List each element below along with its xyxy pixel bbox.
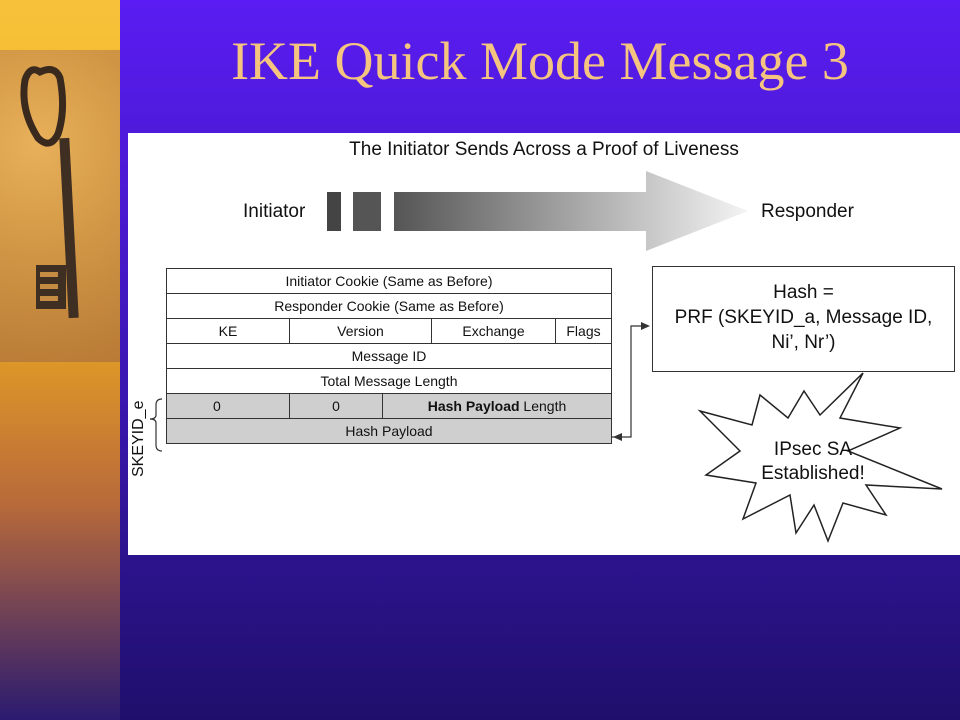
packet-structure-table: Initiator Cookie (Same as Before) Respon… [166,268,612,444]
packet-row: Initiator Cookie (Same as Before) [166,268,612,294]
hash-line-2: PRF (SKEYID_a, Message ID, [674,307,933,328]
responder-cookie-cell: Responder Cookie (Same as Before) [166,293,612,319]
exchange-cell: Exchange [431,318,556,344]
length-suffix: Length [519,398,567,414]
hash-payload-bold: Hash Payload [427,398,520,414]
packet-row: Responder Cookie (Same as Before) [166,293,612,319]
packet-row: KE Version Exchange Flags [166,318,612,344]
connector-arrowhead-right [641,322,650,330]
antique-key-icon [0,50,120,362]
version-cell: Version [289,318,432,344]
packet-row: 0 0 Hash Payload Length [166,393,612,419]
diagram-caption: The Initiator Sends Across a Proof of Li… [349,139,739,160]
initiator-cookie-cell: Initiator Cookie (Same as Before) [166,268,612,294]
skeyid-e-label: SKEYID_e [130,400,147,477]
flow-dash-block-1 [327,192,341,231]
burst-line-1: IPsec SA [773,439,853,460]
flags-cell: Flags [555,318,612,344]
initiator-label: Initiator [243,201,306,222]
flow-arrow [394,171,748,251]
packet-row: Hash Payload [166,418,612,444]
responder-label: Responder [761,201,854,222]
total-message-length-cell: Total Message Length [166,368,612,394]
burst-line-2: Established! [761,463,865,484]
hash-line-3: Ni’, Nr’) [771,332,836,353]
packet-row: Message ID [166,343,612,369]
flow-dash-block-2 [353,192,381,231]
connector-arrowhead-left [613,433,622,441]
sa-established-text: IPsec SA Established! [740,438,886,486]
hash-formula-box: Hash = PRF (SKEYID_a, Message ID, Ni’, N… [652,266,955,372]
packet-row: Total Message Length [166,368,612,394]
hash-connector-line [612,325,648,438]
reserved-cell: 0 [289,393,383,419]
hash-payload-cell: Hash Payload [166,418,612,444]
next-payload-cell: 0 [166,393,290,419]
established-starburst [697,372,943,544]
diagram-graphics [149,171,943,544]
ke-cell: KE [166,318,290,344]
slide-title: IKE Quick Mode Message 3 [231,31,849,91]
skeyid-brace [149,398,163,452]
hash-payload-length-cell: Hash Payload Length [382,393,612,419]
hash-line-1: Hash = [773,282,834,303]
diagram-panel: The Initiator Sends Across a Proof of Li… [128,133,960,555]
message-id-cell: Message ID [166,343,612,369]
